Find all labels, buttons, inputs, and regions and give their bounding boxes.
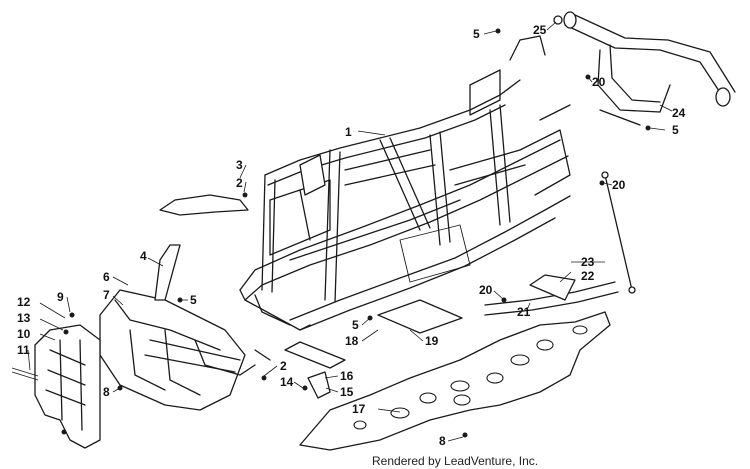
callout-2: 2	[280, 359, 287, 373]
rod-end-bottom	[628, 286, 636, 294]
front-bumper	[99, 289, 271, 411]
callout-8: 8	[103, 385, 110, 399]
callout-19: 19	[425, 334, 439, 348]
callout-5: 5	[672, 123, 679, 137]
callout-17: 17	[352, 402, 366, 416]
callout-6: 6	[103, 270, 110, 284]
leader-lines	[27, 21, 673, 442]
callout-20: 20	[479, 283, 493, 297]
callout-7: 7	[103, 288, 110, 302]
support-rod	[604, 174, 633, 291]
callout-25: 25	[533, 23, 547, 37]
callout-12: 12	[17, 295, 31, 309]
callout-5: 5	[352, 318, 359, 332]
callout-10: 10	[17, 327, 31, 341]
callout-24: 24	[672, 106, 686, 120]
heat-shields	[284, 299, 463, 369]
callout-23: 23	[581, 255, 595, 269]
skid-plate	[299, 311, 611, 451]
small-bracket	[307, 371, 331, 399]
callout-11: 11	[17, 343, 30, 357]
rear-rack	[563, 11, 736, 126]
callout-13: 13	[17, 311, 31, 325]
brush-guard	[34, 324, 101, 449]
callout-1: 1	[345, 125, 352, 139]
callout-labels: 1 2 2 3 4 5 5 5 5 6 7 8 8 9 10 11 12 13 …	[17, 23, 686, 448]
callout-21: 21	[517, 305, 531, 319]
callout-20: 20	[592, 75, 606, 89]
rod-end-top	[601, 171, 609, 179]
callout-18: 18	[345, 334, 359, 348]
render-credit: Rendered by LeadVenture, Inc.	[372, 454, 538, 468]
side-brackets	[154, 194, 249, 301]
callout-4: 4	[140, 249, 147, 263]
callout-22: 22	[581, 269, 595, 283]
fasteners	[11, 15, 651, 438]
callout-3: 3	[236, 158, 243, 172]
callout-2: 2	[236, 176, 243, 190]
callout-15: 15	[340, 385, 354, 399]
callout-5: 5	[473, 27, 480, 41]
callout-16: 16	[340, 369, 354, 383]
main-frame	[239, 35, 571, 331]
callout-14: 14	[280, 375, 294, 389]
callout-8: 8	[439, 434, 446, 448]
callout-20: 20	[612, 178, 626, 192]
callout-5: 5	[190, 293, 197, 307]
footboard-bracket	[484, 274, 619, 316]
callout-9: 9	[57, 290, 64, 304]
